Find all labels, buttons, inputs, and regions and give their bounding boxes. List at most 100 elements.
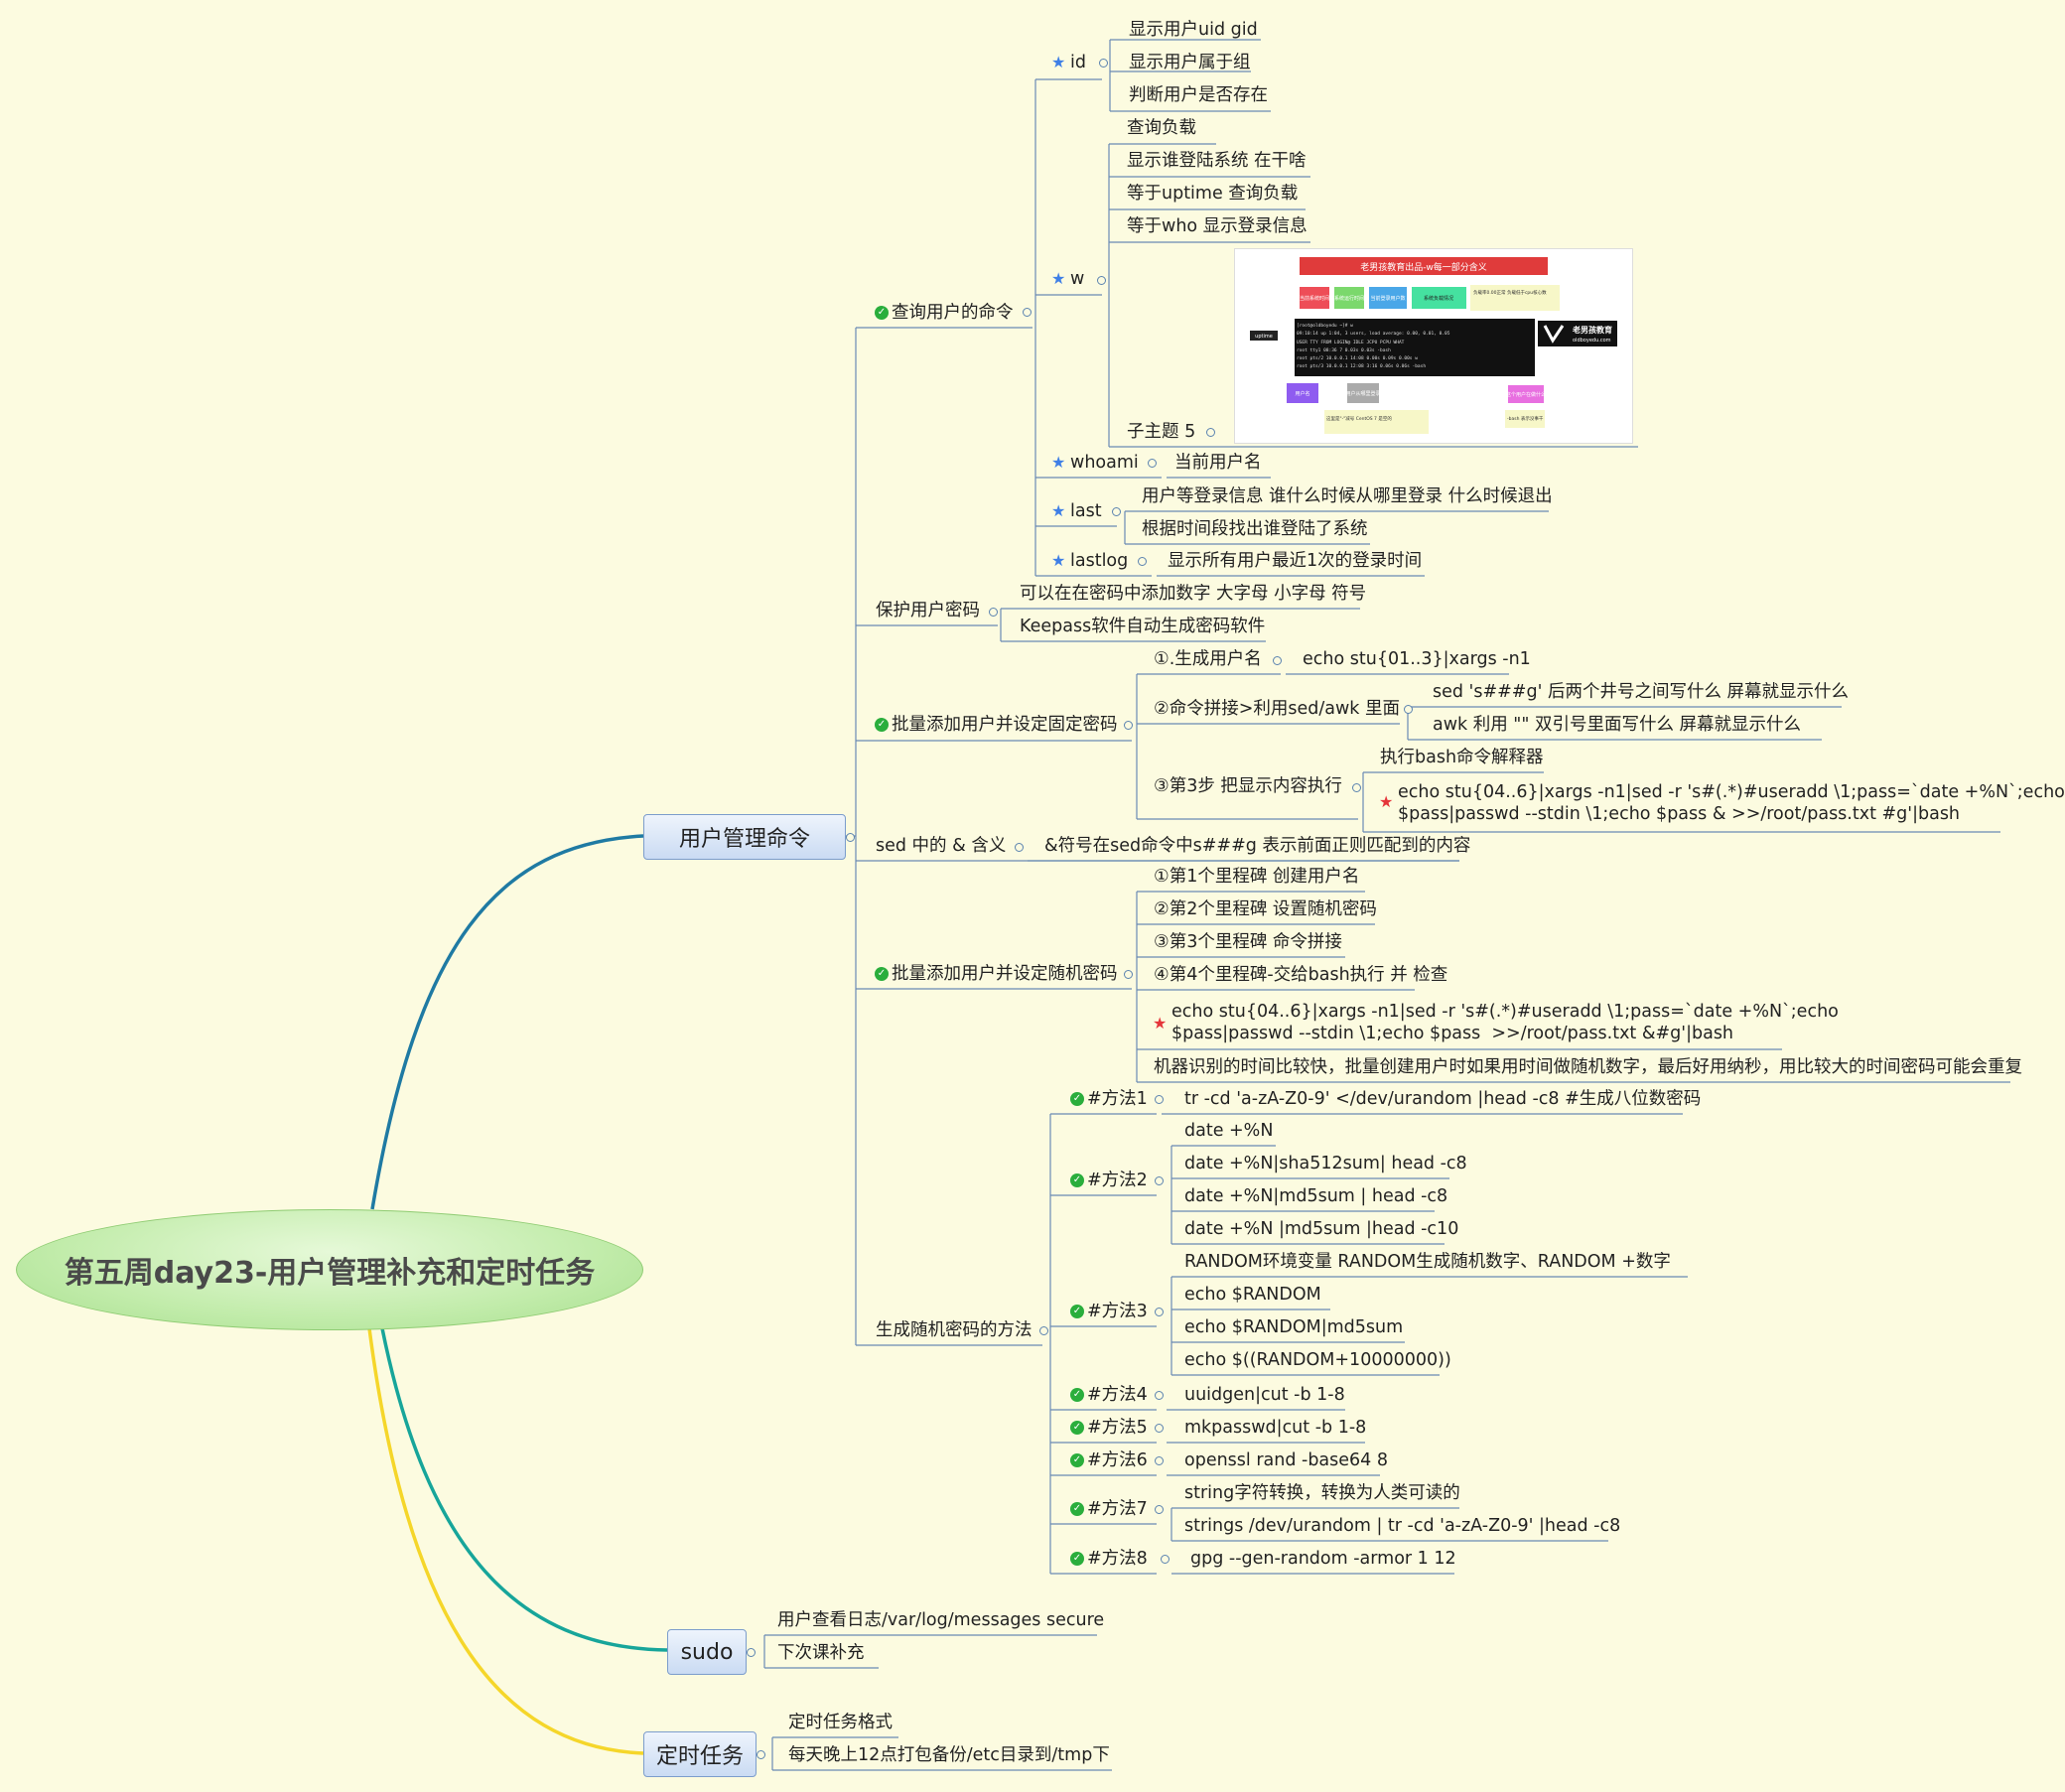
- w-item[interactable]: 等于who 显示登录信息: [1127, 216, 1308, 236]
- method-6[interactable]: #方法6: [1087, 1450, 1148, 1470]
- collapse-toggle[interactable]: [1138, 557, 1147, 566]
- method-6-item[interactable]: openssl rand -base64 8: [1184, 1450, 1389, 1470]
- embed-brand: 老男孩教育: [1572, 325, 1612, 335]
- topic-w[interactable]: w: [1070, 269, 1085, 289]
- collapse-toggle[interactable]: [1148, 459, 1157, 468]
- topic-batch-fixed[interactable]: 批量添加用户并设定固定密码: [892, 715, 1118, 735]
- root-topic[interactable]: 第五周day23-用户管理补充和定时任务: [16, 1209, 643, 1330]
- batch-random-command[interactable]: echo stu{04..6}|xargs -n1|sed -r 's#(.*)…: [1171, 1002, 1839, 1043]
- milestone-item[interactable]: ③第3个里程碑 命令拼接: [1154, 932, 1342, 952]
- batch-random-note[interactable]: 机器识别的时间比较快，批量创建用户时如果用时间做随机数字，最后好用纳秒，用比较大…: [1154, 1057, 2022, 1077]
- collapse-toggle[interactable]: [1206, 428, 1215, 437]
- method-2-item[interactable]: date +%N|md5sum | head -c8: [1184, 1186, 1448, 1206]
- method-2-item[interactable]: date +%N|sha512sum| head -c8: [1184, 1154, 1467, 1173]
- cron-item[interactable]: 每天晚上12点打包备份/etc目录到/tmp下: [788, 1745, 1110, 1765]
- step1-item[interactable]: echo stu{01..3}|xargs -n1: [1303, 649, 1531, 669]
- method-7-item[interactable]: string字符转换，转换为人类可读的: [1184, 1483, 1460, 1503]
- id-item[interactable]: 判断用户是否存在: [1129, 85, 1268, 105]
- last-item[interactable]: 根据时间段找出谁登陆了系统: [1142, 519, 1368, 539]
- collapse-toggle[interactable]: [1023, 308, 1032, 317]
- method-1[interactable]: #方法1: [1087, 1089, 1148, 1109]
- topic-user-management[interactable]: 用户管理命令: [643, 814, 846, 860]
- method-7[interactable]: #方法7: [1087, 1499, 1148, 1519]
- sudo-item[interactable]: 下次课补充: [777, 1643, 865, 1663]
- collapse-toggle[interactable]: [1155, 1505, 1164, 1514]
- sed-ampersand-item[interactable]: &符号在sed命令中s###g 表示前面正则匹配到的内容: [1044, 836, 1471, 856]
- topic-cron[interactable]: 定时任务: [643, 1731, 757, 1777]
- method-8[interactable]: #方法8: [1087, 1549, 1148, 1569]
- collapse-toggle[interactable]: [1112, 507, 1121, 516]
- method-3-item[interactable]: RANDOM环境变量 RANDOM生成随机数字、RANDOM +数字: [1184, 1252, 1671, 1272]
- whoami-item[interactable]: 当前用户名: [1174, 453, 1262, 473]
- method-2-item[interactable]: date +%N |md5sum |head -c10: [1184, 1219, 1459, 1239]
- collapse-toggle[interactable]: [1155, 1391, 1164, 1400]
- topic-lastlog[interactable]: lastlog: [1070, 551, 1129, 571]
- lastlog-item[interactable]: 显示所有用户最近1次的登录时间: [1168, 551, 1423, 571]
- milestone-item[interactable]: ①第1个里程碑 创建用户名: [1154, 867, 1360, 887]
- milestone-item[interactable]: ②第2个里程碑 设置随机密码: [1154, 899, 1377, 919]
- sudo-item[interactable]: 用户查看日志/var/log/messages secure: [777, 1610, 1105, 1630]
- method-5[interactable]: #方法5: [1087, 1418, 1148, 1438]
- topic-random-methods[interactable]: 生成随机密码的方法: [876, 1320, 1032, 1340]
- id-item[interactable]: 显示用户uid gid: [1129, 20, 1258, 40]
- collapse-toggle[interactable]: [757, 1750, 765, 1759]
- method-3[interactable]: #方法3: [1087, 1302, 1148, 1321]
- collapse-toggle[interactable]: [1015, 843, 1024, 852]
- embed-tag: 用户从哪里登录: [1345, 390, 1380, 397]
- collapse-toggle[interactable]: [1155, 1456, 1164, 1465]
- method-8-item[interactable]: gpg --gen-random -armor 1 12: [1190, 1549, 1456, 1569]
- id-item[interactable]: 显示用户属于组: [1129, 53, 1251, 72]
- method-2[interactable]: #方法2: [1087, 1171, 1148, 1190]
- last-item[interactable]: 用户等登录信息 谁什么时候从哪里登录 什么时候退出: [1142, 486, 1553, 506]
- w-item[interactable]: 等于uptime 查询负载: [1127, 184, 1299, 204]
- collapse-toggle[interactable]: [1097, 276, 1106, 285]
- collapse-toggle[interactable]: [1352, 783, 1361, 792]
- collapse-toggle[interactable]: [1404, 705, 1413, 714]
- method-3-item[interactable]: echo $RANDOM|md5sum: [1184, 1317, 1404, 1337]
- step3-item[interactable]: 执行bash命令解释器: [1380, 748, 1544, 767]
- topic-batch-random[interactable]: 批量添加用户并设定随机密码: [892, 964, 1118, 984]
- embed-left-label: uptime: [1255, 334, 1273, 340]
- method-3-item[interactable]: echo $RANDOM: [1184, 1285, 1321, 1305]
- collapse-toggle[interactable]: [1155, 1424, 1164, 1433]
- milestone-item[interactable]: ④第4个里程碑-交给bash执行 并 检查: [1154, 965, 1448, 985]
- collapse-toggle[interactable]: [1161, 1555, 1170, 1564]
- step2-item[interactable]: awk 利用 "" 双引号里面写什么 屏幕就显示什么: [1433, 715, 1802, 735]
- method-2-item[interactable]: date +%N: [1184, 1121, 1274, 1141]
- collapse-toggle[interactable]: [1273, 656, 1282, 665]
- topic-protect-password[interactable]: 保护用户密码: [876, 601, 980, 620]
- step3-command[interactable]: echo stu{04..6}|xargs -n1|sed -r 's#(.*)…: [1398, 782, 2065, 824]
- topic-sudo[interactable]: sudo: [667, 1629, 747, 1675]
- w-subtopic-5[interactable]: 子主题 5: [1127, 422, 1196, 442]
- protect-item[interactable]: 可以在在密码中添加数字 大字母 小字母 符号: [1020, 584, 1367, 604]
- collapse-toggle[interactable]: [1124, 970, 1133, 979]
- step2-label[interactable]: ②命令拼接>利用sed/awk 里面: [1154, 699, 1400, 719]
- step1-label[interactable]: ①.生成用户名: [1154, 649, 1262, 669]
- topic-sed-ampersand[interactable]: sed 中的 & 含义: [876, 836, 1007, 856]
- method-4-item[interactable]: uuidgen|cut -b 1-8: [1184, 1385, 1345, 1405]
- method-4[interactable]: #方法4: [1087, 1385, 1148, 1405]
- collapse-toggle[interactable]: [1155, 1176, 1164, 1185]
- w-item[interactable]: 显示谁登陆系统 在干啥: [1127, 151, 1307, 171]
- topic-whoami[interactable]: whoami: [1070, 453, 1139, 473]
- collapse-toggle[interactable]: [1039, 1326, 1048, 1335]
- topic-query-commands[interactable]: 查询用户的命令: [892, 303, 1014, 323]
- collapse-toggle[interactable]: [1155, 1308, 1164, 1316]
- w-item[interactable]: 查询负载: [1127, 118, 1196, 138]
- collapse-toggle[interactable]: [989, 608, 998, 617]
- protect-item[interactable]: Keepass软件自动生成密码软件: [1020, 617, 1266, 636]
- collapse-toggle[interactable]: [1124, 721, 1133, 730]
- step2-item[interactable]: sed 's###g' 后两个井号之间写什么 屏幕就显示什么: [1433, 682, 1850, 702]
- method-1-item[interactable]: tr -cd 'a-zA-Z0-9' </dev/urandom |head -…: [1184, 1089, 1702, 1109]
- method-7-item[interactable]: strings /dev/urandom | tr -cd 'a-zA-Z0-9…: [1184, 1516, 1621, 1536]
- collapse-toggle[interactable]: [747, 1648, 756, 1657]
- collapse-toggle[interactable]: [1155, 1095, 1164, 1104]
- collapse-toggle[interactable]: [1099, 59, 1108, 68]
- topic-id[interactable]: id: [1070, 53, 1086, 72]
- step3-label[interactable]: ③第3步 把显示内容执行: [1154, 776, 1342, 796]
- method-3-item[interactable]: echo $((RANDOM+10000000)): [1184, 1350, 1451, 1370]
- method-5-item[interactable]: mkpasswd|cut -b 1-8: [1184, 1418, 1367, 1438]
- collapse-toggle[interactable]: [846, 833, 855, 842]
- topic-last[interactable]: last: [1070, 501, 1102, 521]
- cron-item[interactable]: 定时任务格式: [788, 1713, 893, 1732]
